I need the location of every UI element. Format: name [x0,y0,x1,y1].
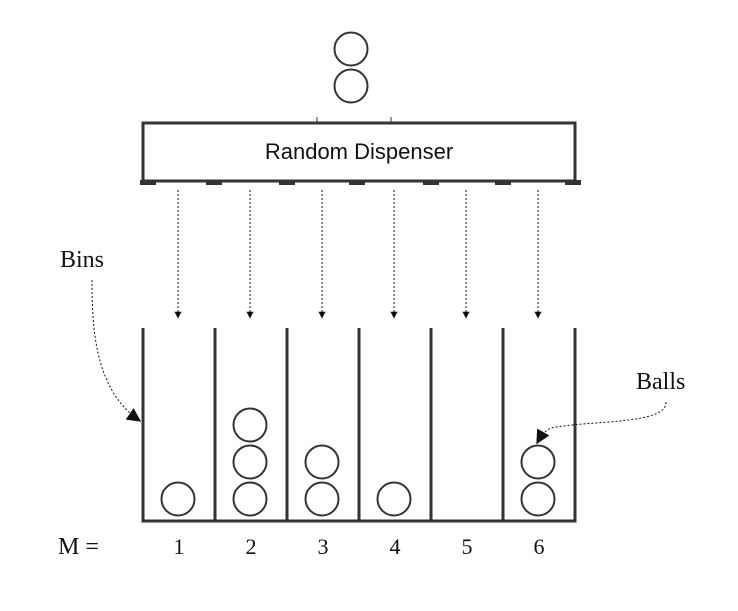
ball-in-bin-6 [520,481,556,517]
ball-in-bin-6 [520,444,556,480]
bin-number-5: 5 [462,534,473,559]
dispenser-outlet-1 [140,180,156,185]
dispenser-outlet-6 [495,180,511,185]
ball-in-bin-1 [160,481,196,517]
dispenser-outlet-2 [206,180,222,185]
bins [141,328,577,523]
balls-pointer-arrow [536,401,667,445]
dispenser-box [141,121,577,183]
balls-callout: Balls [536,369,685,445]
balls-label: Balls [636,369,685,395]
ball-in-bin-2 [232,444,268,480]
bin-numbers: 1 2 3 4 5 6 [174,534,545,559]
bin-number-6: 6 [534,534,545,559]
bins-label: Bins [60,247,104,273]
ball-in-bin-2 [232,407,268,443]
bin-number-3: 3 [318,534,329,559]
ball-in-bin-3 [304,481,340,517]
bins-callout: Bins [60,247,142,422]
dispenser-outlet-4 [349,180,365,185]
dispenser-outlet-7 [565,180,581,185]
ball-in-bin-4 [376,481,412,517]
dispenser: Random Dispenser [140,31,581,185]
bin-number-1: 1 [174,534,185,559]
bin-balls [160,407,556,517]
incoming-balls [333,31,369,104]
dispenser-outlet-5 [423,180,439,185]
ball-in-bin-3 [304,444,340,480]
bin-number-4: 4 [390,534,401,559]
incoming-ball [333,31,369,67]
dispenser-outlet-3 [279,180,295,185]
dispenser-outlet-teeth [140,180,581,185]
m-equals-label: M = [58,534,99,560]
bins-pointer-arrow [91,279,142,422]
drop-arrows [174,190,542,319]
incoming-ball [333,68,369,104]
ball-in-bin-2 [232,481,268,517]
bin-number-2: 2 [246,534,257,559]
dispenser-label: Random Dispenser [265,139,453,164]
